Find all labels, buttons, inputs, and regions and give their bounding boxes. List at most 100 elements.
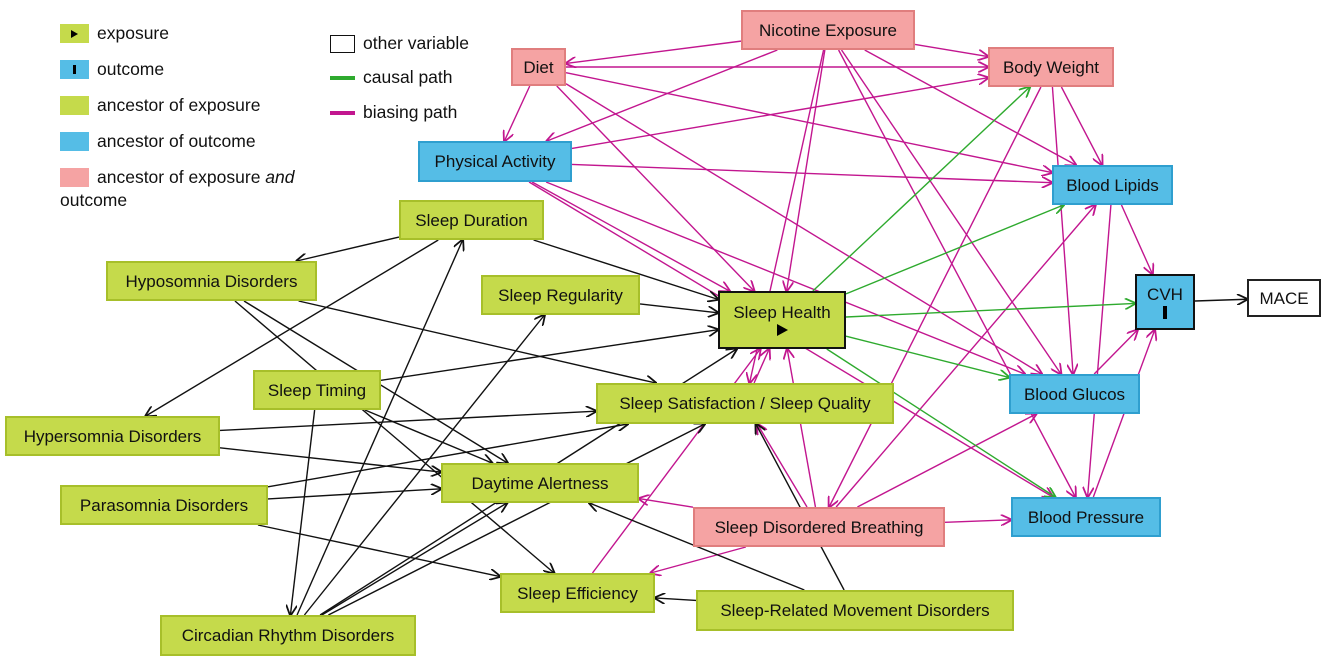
- legend-causal-path-label: causal path: [363, 67, 453, 87]
- legend-outcome: outcome: [60, 59, 164, 80]
- node-blood-lipids[interactable]: Blood Lipids: [1052, 165, 1173, 205]
- outcome-swatch-icon: [60, 60, 89, 79]
- edge-nicotine-to-blood_lipids: [864, 49, 1076, 165]
- node-sleep-health-label: Sleep Health: [733, 303, 831, 322]
- node-sleep-disordered-breathing[interactable]: Sleep Disordered Breathing: [693, 507, 945, 547]
- legend-ancestor-both-em: and: [265, 167, 295, 187]
- edge-physical_activity-to-blood_lipids: [571, 163, 1052, 182]
- edge-sleep_disordered_breathing-to-sleep_health: [787, 349, 817, 508]
- legend-biasing-path-label: biasing path: [363, 102, 458, 122]
- node-circadian-rhythm-disorders[interactable]: Circadian Rhythm Disorders: [160, 615, 416, 656]
- legend-causal-path: causal path: [330, 67, 453, 88]
- edge-body_weight-to-blood_lipids: [1060, 86, 1102, 165]
- node-parasomnia-disorders-label: Parasomnia Disorders: [79, 495, 249, 515]
- edge-nicotine-to-blood_pressure: [837, 49, 1076, 497]
- node-sleep-timing-label: Sleep Timing: [267, 380, 367, 400]
- node-sleep-health[interactable]: Sleep Health: [718, 291, 846, 349]
- edge-sleep_regularity-to-sleep_health: [639, 303, 718, 313]
- ancestor-outcome-swatch-icon: [60, 132, 89, 151]
- node-body-weight-label: Body Weight: [1002, 57, 1100, 77]
- edge-circadian-to-sleep_duration: [296, 240, 463, 616]
- other-variable-swatch-icon: [330, 34, 355, 53]
- edge-circadian-to-sleep_regularity: [303, 315, 544, 616]
- exposure-swatch-icon: [60, 24, 89, 43]
- legend-other-variable-label: other variable: [363, 33, 470, 53]
- node-nicotine-exposure[interactable]: Nicotine Exposure: [741, 10, 915, 50]
- node-body-weight[interactable]: Body Weight: [988, 47, 1114, 87]
- legend-ancestor-both-prefix: ancestor of exposure: [97, 167, 266, 187]
- legend-ancestor-both-label: ancestor of exposure and: [97, 167, 295, 188]
- node-daytime-alertness[interactable]: Daytime Alertness: [441, 463, 639, 503]
- edge-circadian-to-sleep_satisfaction: [328, 424, 704, 616]
- legend-ancestor-outcome: ancestor of outcome: [60, 131, 256, 152]
- edge-circadian-to-daytime_alertness: [321, 503, 507, 616]
- edge-nicotine-to-body_weight: [914, 43, 988, 56]
- edge-parasomnia-to-sleep_efficiency: [257, 524, 500, 577]
- causal-path-swatch-icon: [330, 75, 355, 80]
- exposure-marker-icon: [776, 324, 788, 336]
- node-sleep-efficiency[interactable]: Sleep Efficiency: [500, 573, 655, 613]
- edge-sleep_timing-to-sleep_health: [380, 330, 718, 382]
- node-mace[interactable]: MACE: [1247, 279, 1321, 317]
- legend-ancestor-outcome-label: ancestor of outcome: [97, 131, 256, 151]
- node-sleep-duration[interactable]: Sleep Duration: [399, 200, 544, 240]
- node-parasomnia-disorders[interactable]: Parasomnia Disorders: [60, 485, 268, 525]
- node-cvh-label: CVH: [1147, 284, 1183, 304]
- node-hypersomnia-disorders[interactable]: Hypersomnia Disorders: [5, 416, 220, 456]
- node-circadian-rhythm-disorders-label: Circadian Rhythm Disorders: [181, 626, 395, 645]
- node-diet[interactable]: Diet: [511, 48, 566, 86]
- node-nicotine-exposure-label: Nicotine Exposure: [759, 20, 897, 40]
- node-sleep-disordered-breathing-label: Sleep Disordered Breathing: [714, 517, 924, 537]
- legend-exposure-label: exposure: [97, 23, 169, 43]
- edge-sleep_health-to-cvh: [845, 303, 1135, 318]
- edge-hyposomnia-to-sleep_efficiency: [234, 300, 554, 573]
- edge-diet-to-sleep_health: [556, 85, 754, 291]
- edge-sleep_timing-to-daytime_alertness: [364, 409, 492, 463]
- node-blood-pressure[interactable]: Blood Pressure: [1011, 497, 1161, 537]
- node-hyposomnia-disorders[interactable]: Hyposomnia Disorders: [106, 261, 317, 301]
- node-sleep-timing[interactable]: Sleep Timing: [253, 370, 381, 410]
- node-sleep-related-movement-disorders[interactable]: Sleep-Related Movement Disorders: [696, 590, 1014, 631]
- edge-sleep_duration-to-hypersomnia: [146, 239, 439, 416]
- node-cvh[interactable]: CVH: [1135, 274, 1195, 330]
- node-sleep-satisfaction-quality-label: Sleep Satisfaction / Sleep Quality: [619, 394, 871, 413]
- edge-body_weight-to-sleep_disordered_breathing: [829, 86, 1042, 507]
- node-sleep-duration-label: Sleep Duration: [415, 210, 528, 230]
- ancestor-both-swatch-icon: [60, 168, 89, 187]
- node-sleep-satisfaction-quality[interactable]: Sleep Satisfaction / Sleep Quality: [596, 383, 894, 424]
- node-sleep-regularity-label: Sleep Regularity: [498, 285, 623, 305]
- node-physical-activity-label: Physical Activity: [434, 152, 556, 171]
- node-blood-glucos[interactable]: Blood Glucos: [1009, 374, 1140, 414]
- edge-diet-to-blood_glucos: [565, 83, 1042, 374]
- node-mace-label: MACE: [1259, 288, 1309, 308]
- node-sleep-related-movement-disorders-label: Sleep-Related Movement Disorders: [720, 601, 990, 620]
- legend-biasing-path: biasing path: [330, 102, 457, 123]
- edge-sleep_duration-to-sleep_health: [533, 239, 718, 299]
- edge-hyposomnia-to-sleep_satisfaction: [298, 300, 656, 383]
- edge-nicotine-to-diet: [566, 40, 742, 63]
- edge-sleep_timing-to-circadian: [290, 409, 316, 615]
- legend-ancestor-exposure: ancestor of exposure: [60, 95, 260, 116]
- ancestor-exposure-swatch-icon: [60, 96, 89, 115]
- node-blood-lipids-label: Blood Lipids: [1066, 175, 1159, 195]
- edge-sleep_health-to-blood_pressure: [826, 348, 1055, 497]
- edge-sleep_health-to-blood_glucos: [845, 335, 1009, 377]
- node-physical-activity[interactable]: Physical Activity: [418, 141, 572, 182]
- node-diet-label: Diet: [523, 57, 554, 77]
- edge-sleep_disordered_breathing-to-blood_lipids: [835, 205, 1095, 508]
- edge-hypersomnia-to-sleep_satisfaction: [219, 411, 596, 432]
- edge-nicotine-to-blood_glucos: [840, 49, 1061, 374]
- edge-sleep_disordered_breathing-to-blood_glucos: [857, 414, 1036, 508]
- edge-physical_activity-to-sleep_health: [531, 181, 729, 291]
- edge-body_weight-to-blood_glucos: [1051, 86, 1073, 374]
- node-blood-pressure-label: Blood Pressure: [1027, 507, 1145, 527]
- edge-cvh-to-mace: [1194, 299, 1247, 301]
- edge-blood_lipids-to-cvh: [1120, 204, 1152, 274]
- edge-blood_glucos-to-cvh: [1093, 330, 1137, 375]
- edge-blood_lipids-to-blood_pressure: [1088, 204, 1112, 497]
- edge-sleep_satisfaction-to-sleep_health: [753, 349, 769, 384]
- node-daytime-alertness-label: Daytime Alertness: [471, 473, 609, 493]
- node-sleep-regularity[interactable]: Sleep Regularity: [481, 275, 640, 315]
- edge-sleep_disordered_breathing-to-blood_pressure: [944, 520, 1011, 522]
